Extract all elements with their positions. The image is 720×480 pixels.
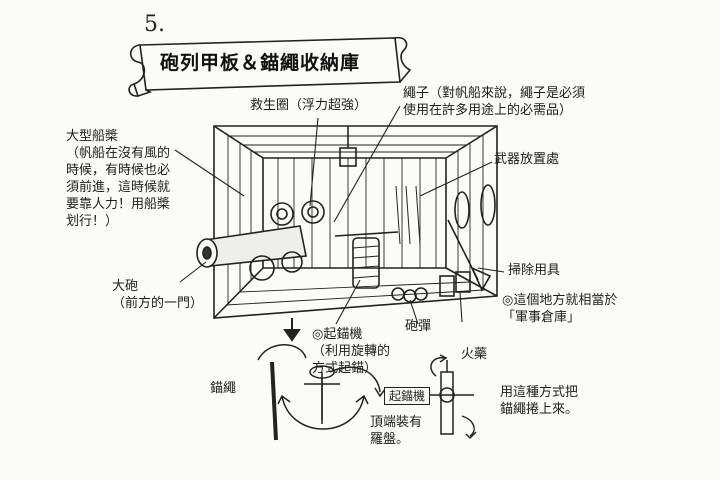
label-method-note: 用這種方式把 錨繩捲上來。	[500, 385, 579, 417]
label-winch-box: 起錨機	[384, 387, 431, 405]
label-cannonballs: 砲彈	[405, 319, 432, 334]
label-winch: ◎起錨機 （利用旋轉的 方式起錨）	[312, 327, 391, 376]
label-rope: 繩子（對帆船來說，繩子是必須 使用在許多用途上的必需品）	[403, 86, 586, 118]
label-storage-note: ◎這個地方就相當於 「軍事倉庫」	[502, 293, 618, 325]
label-compass-note: 頂端裝有 羅盤。	[370, 415, 423, 447]
gun-deck-room	[196, 125, 498, 319]
label-lifebuoy: 救生圈（浮力超強）	[250, 98, 368, 113]
label-oars: 大型船槳 （帆船在沒有風的 時候，有時候也必 須前進，這時候就 要靠人力！用船槳…	[66, 129, 171, 229]
label-cannon: 大砲 （前方的一門）	[112, 279, 204, 311]
label-gunpowder: 火藥	[461, 347, 488, 362]
detail-arrow	[283, 318, 301, 342]
page-number: 5.	[144, 12, 165, 37]
title-scroll	[128, 36, 412, 98]
leader-lines	[174, 105, 505, 325]
anchor-sketch	[257, 344, 387, 441]
label-cleaning-tools: 掃除用具	[508, 263, 561, 278]
page-title: 砲列甲板＆錨繩收納庫	[160, 52, 361, 74]
label-weapons: 武器放置處	[494, 152, 560, 167]
label-anchor-rope: 錨繩	[210, 381, 237, 396]
